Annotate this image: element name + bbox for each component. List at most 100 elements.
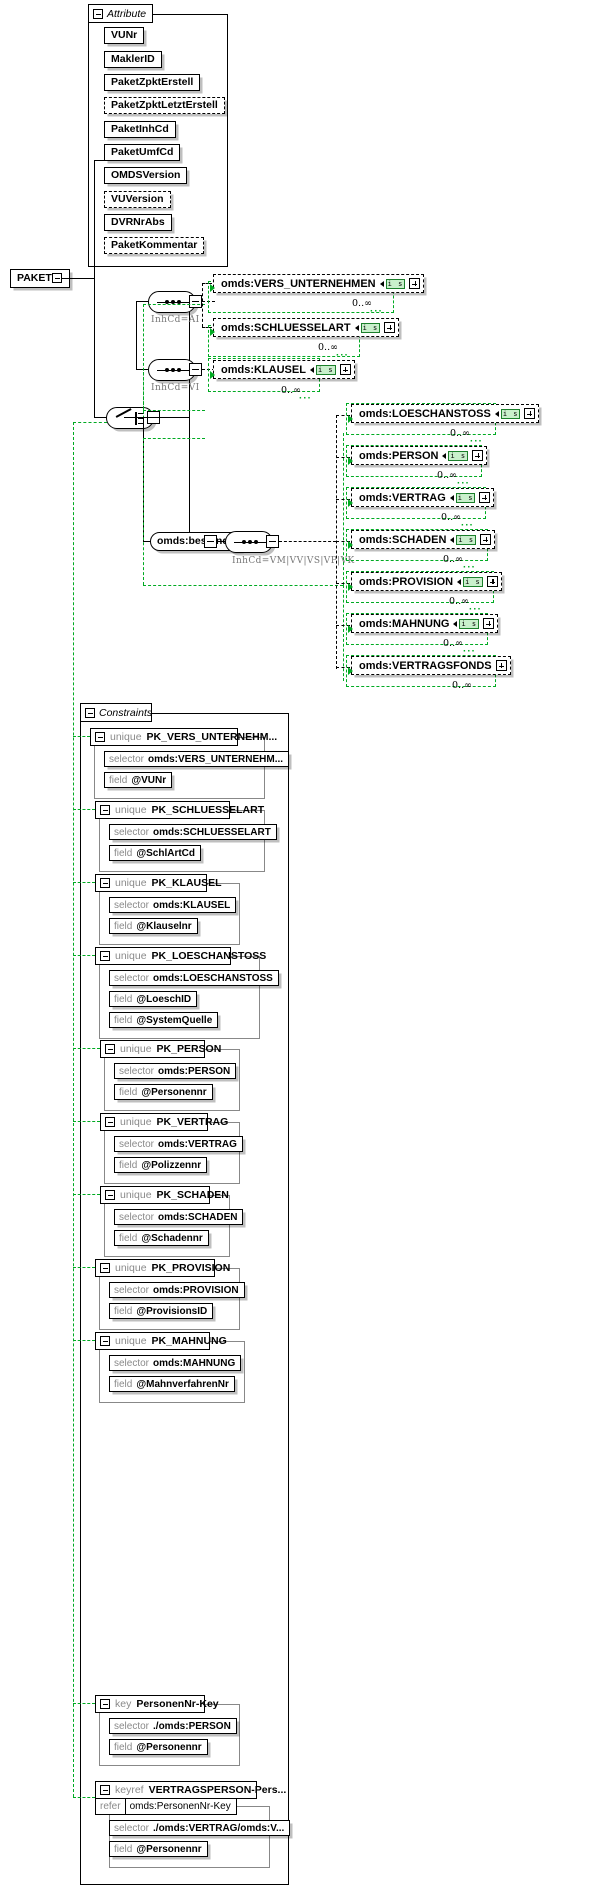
- connector: [136, 301, 148, 303]
- attribute-paketkommentar[interactable]: PaketKommentar: [104, 237, 205, 254]
- constraint-header[interactable]: unique PK_PROVISION: [95, 1259, 230, 1277]
- constraint-field[interactable]: field @SchlArtCd: [109, 845, 202, 861]
- collapse-icon[interactable]: [100, 1263, 110, 1273]
- expand-icon[interactable]: [339, 364, 351, 375]
- constraint-field[interactable]: field @Schadennr: [114, 1230, 209, 1246]
- collapse-icon[interactable]: [100, 1336, 110, 1346]
- root-collapse-icon[interactable]: [52, 273, 62, 283]
- sequence-ai-expand-box[interactable]: [189, 295, 202, 308]
- connector: [94, 417, 106, 419]
- constraint-header[interactable]: unique PK_SCHLUESSELART: [95, 801, 264, 819]
- expand-icon[interactable]: [524, 408, 536, 419]
- collapse-icon[interactable]: [100, 878, 110, 888]
- constraint-selector[interactable]: selector omds:VERS_UNTERNEHM...: [104, 751, 290, 767]
- constraint-field[interactable]: field @Personennr: [109, 1841, 208, 1857]
- constraint-selector[interactable]: selector omds:SCHADEN: [114, 1209, 244, 1225]
- attribute-section-header[interactable]: Attribute: [88, 4, 153, 23]
- constraint-header[interactable]: unique PK_KLAUSEL: [95, 874, 222, 892]
- constraint-selector[interactable]: selector omds:PERSON: [114, 1063, 237, 1079]
- constraint-refer[interactable]: refer omds:PersonenNr-Key: [95, 1798, 237, 1815]
- attribute-paketumfcd[interactable]: PaketUmfCd: [104, 144, 181, 161]
- constraint-field[interactable]: field @MahnverfahrenNr: [109, 1376, 235, 1392]
- collapse-icon[interactable]: [100, 805, 110, 815]
- constraint-field[interactable]: field @LoeschID: [109, 991, 198, 1007]
- constraint-header[interactable]: unique PK_MAHNUNG: [95, 1332, 227, 1350]
- attribute-omdsversion[interactable]: OMDSVersion: [104, 167, 188, 184]
- constraint-field[interactable]: field @VUNr: [104, 772, 173, 788]
- expand-icon[interactable]: [486, 576, 498, 587]
- selector-value: omds:KLAUSEL: [153, 899, 231, 911]
- expand-icon[interactable]: [480, 534, 492, 545]
- attribute-vunr[interactable]: VUNr: [104, 27, 145, 44]
- constraint-name: PK_LOESCHANSTOSS: [151, 950, 267, 962]
- constraint-header[interactable]: unique PK_PERSON: [100, 1040, 221, 1058]
- constraint-header[interactable]: unique PK_VERS_UNTERNEHM...: [90, 728, 277, 746]
- constraint-selector[interactable]: selector omds:PROVISION: [109, 1282, 245, 1298]
- sequence-vi-expand-box[interactable]: [189, 363, 202, 376]
- collapse-icon[interactable]: [95, 732, 105, 742]
- constraint-selector[interactable]: selector ./omds:VERTRAG/omds:V...: [109, 1820, 291, 1836]
- occurrence-label: 0..∞: [443, 638, 463, 649]
- element-person[interactable]: omds:PERSON i s: [351, 446, 488, 465]
- attribute-paketinhcd[interactable]: PaketInhCd: [104, 121, 176, 138]
- element-mahnung[interactable]: omds:MAHNUNG i s: [351, 614, 499, 633]
- constraint-field[interactable]: field @Personennr: [109, 1739, 208, 1755]
- bestand-collapse-box[interactable]: [204, 535, 217, 548]
- constraint-selector[interactable]: selector omds:KLAUSEL: [109, 897, 237, 913]
- expand-icon[interactable]: [495, 660, 507, 671]
- constraint-selector[interactable]: selector omds:SCHLUESSELART: [109, 824, 277, 840]
- constraint-field[interactable]: field @Klauselnr: [109, 918, 198, 934]
- constraint-header[interactable]: unique PK_SCHADEN: [100, 1186, 229, 1204]
- constraint-selector[interactable]: selector ./omds:PERSON: [109, 1718, 237, 1734]
- element-klausel[interactable]: omds:KLAUSEL i s: [213, 360, 355, 379]
- constraint-field-2[interactable]: field @SystemQuelle: [109, 1012, 219, 1028]
- constraints-section-header[interactable]: Constraints: [80, 703, 152, 722]
- constraint-field[interactable]: field @ProvisionsID: [109, 1303, 214, 1319]
- constraint-selector[interactable]: selector omds:VERTRAG: [114, 1136, 243, 1152]
- constraint-header[interactable]: keyref VERTRAGSPERSON-Pers...: [95, 1781, 286, 1799]
- collapse-icon[interactable]: [100, 1699, 110, 1709]
- attribute-paketzpkterstell[interactable]: PaketZpktErstell: [104, 74, 201, 91]
- ellipsis-icon: ···: [457, 478, 470, 489]
- element-vers-unternehmen[interactable]: omds:VERS_UNTERNEHMEN i s: [213, 274, 425, 293]
- green-guide: [73, 736, 90, 737]
- group-omds-bestand[interactable]: omds:bestand: [150, 532, 248, 551]
- element-schaden[interactable]: omds:SCHADEN i s: [351, 530, 496, 549]
- collapse-icon[interactable]: [105, 1117, 115, 1127]
- collapse-icon[interactable]: [105, 1190, 115, 1200]
- constraint-field[interactable]: field @Polizzennr: [114, 1157, 208, 1173]
- constraint-selector[interactable]: selector omds:LOESCHANSTOSS: [109, 970, 279, 986]
- element-vertrag[interactable]: omds:VERTRAG i s: [351, 488, 495, 507]
- constraint-kind: unique: [115, 1262, 147, 1274]
- collapse-icon[interactable]: [100, 951, 110, 961]
- sequence-compositor-bestand[interactable]: [225, 531, 273, 553]
- element-loeschanstoss[interactable]: omds:LOESCHANSTOSS i s: [351, 404, 540, 423]
- attribute-dvrnrabs[interactable]: DVRNrAbs: [104, 214, 172, 231]
- expand-icon[interactable]: [472, 450, 484, 461]
- field-key: field: [119, 1232, 138, 1244]
- attribute-paketzpktletzterstell[interactable]: PaketZpktLetztErstell: [104, 97, 225, 114]
- expand-icon[interactable]: [384, 322, 396, 333]
- element-vertragsfonds[interactable]: omds:VERTRAGSFONDS: [351, 656, 511, 675]
- ellipsis-icon: ···: [336, 350, 349, 361]
- green-guide: [143, 585, 343, 586]
- element-schluesselart[interactable]: omds:SCHLUESSELART i s: [213, 318, 400, 337]
- collapse-icon[interactable]: [105, 1044, 115, 1054]
- constraint-header[interactable]: unique PK_VERTRAG: [100, 1113, 228, 1131]
- element-provision[interactable]: omds:PROVISION i s: [351, 572, 502, 591]
- collapse-icon[interactable]: [100, 1785, 110, 1795]
- expand-icon[interactable]: [483, 618, 495, 629]
- occurrence-label: 0..∞: [449, 596, 469, 607]
- constraint-header[interactable]: key PersonenNr-Key: [95, 1695, 219, 1713]
- attribute-vuversion[interactable]: VUVersion: [104, 191, 171, 208]
- constraint-field[interactable]: field @Personennr: [114, 1084, 213, 1100]
- constraint-kind: unique: [110, 731, 142, 743]
- constraint-header[interactable]: unique PK_LOESCHANSTOSS: [95, 947, 266, 965]
- collapse-icon[interactable]: [93, 8, 103, 19]
- constraint-selector[interactable]: selector omds:MAHNUNG: [109, 1355, 242, 1371]
- sequence-bestand-expand-box[interactable]: [266, 535, 279, 548]
- expand-icon[interactable]: [409, 278, 421, 289]
- attribute-maklerid[interactable]: MaklerID: [104, 51, 162, 68]
- collapse-icon[interactable]: [85, 707, 95, 718]
- expand-icon[interactable]: [479, 492, 491, 503]
